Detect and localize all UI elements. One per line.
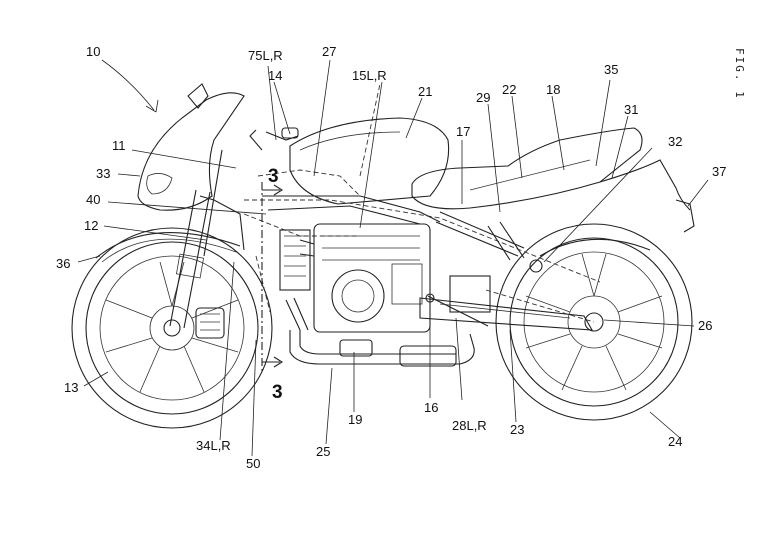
callout-37: 37 — [712, 164, 726, 179]
callout-27: 27 — [322, 44, 336, 59]
callout-14: 14 — [268, 68, 282, 83]
callout-22: 22 — [502, 82, 516, 97]
motorcycle-linework — [71, 83, 695, 429]
front-wheel — [71, 227, 273, 429]
callout-33: 33 — [96, 166, 110, 181]
callout-26: 26 — [698, 318, 712, 333]
callout-labels: 10 75L,R 27 14 15L,R 21 29 22 18 35 31 3… — [56, 44, 726, 471]
callout-50: 50 — [246, 456, 260, 471]
callout-29: 29 — [476, 90, 490, 105]
callout-17: 17 — [456, 124, 470, 139]
callout-75lr: 75L,R — [248, 48, 283, 63]
section-mark-top: 3 — [268, 166, 279, 187]
figure-label: FIG. 1 — [733, 48, 746, 100]
callout-12: 12 — [84, 218, 98, 233]
callout-19: 19 — [348, 412, 362, 427]
callout-32: 32 — [668, 134, 682, 149]
callout-36: 36 — [56, 256, 70, 271]
callout-16: 16 — [424, 400, 438, 415]
callout-15lr: 15L,R — [352, 68, 387, 83]
callout-18: 18 — [546, 82, 560, 97]
section-line-3-3: 3 3 — [261, 166, 284, 403]
callout-25: 25 — [316, 444, 330, 459]
callout-28lr: 28L,R — [452, 418, 487, 433]
leader-lines — [77, 59, 709, 457]
callout-31: 31 — [624, 102, 638, 117]
callout-10: 10 — [86, 44, 100, 59]
callout-21: 21 — [418, 84, 432, 99]
callout-34lr: 34L,R — [196, 438, 231, 453]
callout-40: 40 — [86, 192, 100, 207]
section-mark-bottom: 3 — [272, 382, 283, 403]
callout-35: 35 — [604, 62, 618, 77]
callout-11: 11 — [112, 138, 126, 153]
engine — [299, 223, 431, 333]
callout-24: 24 — [668, 434, 682, 449]
callout-13: 13 — [64, 380, 78, 395]
callout-23: 23 — [510, 422, 524, 437]
rear-wheel — [495, 223, 693, 421]
